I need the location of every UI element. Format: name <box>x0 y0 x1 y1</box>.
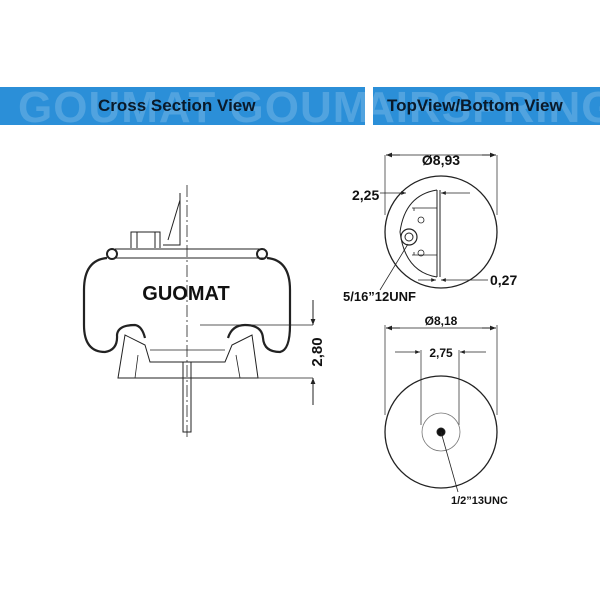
header-cross-section: GOUMAT GOUMAT Cross Section View <box>0 87 365 125</box>
valve-fitting <box>130 231 161 248</box>
bottom-thread-label: 1/2”13UNC <box>451 495 508 507</box>
inner-circle <box>421 412 461 452</box>
bracket <box>163 193 181 246</box>
brand-label: GUOMAT <box>142 283 229 305</box>
header-top-bottom-view: AIRSPRING TopView/Bottom View <box>373 87 600 125</box>
watermark: AIRSPRING <box>373 87 600 125</box>
top-thread-label: 5/16”12UNF <box>343 289 416 304</box>
watermark: GOUMAT GOUMAT <box>18 87 365 125</box>
top-plate <box>115 248 265 259</box>
piston <box>117 334 259 379</box>
nut <box>400 228 418 246</box>
offset-dimension: 2,25 <box>352 187 379 203</box>
height-dimension: 2,80 <box>309 337 326 366</box>
top-view-drawing <box>379 152 498 291</box>
top-diameter: Ø8,93 <box>422 152 460 168</box>
stud <box>182 362 192 433</box>
leader-line <box>440 431 459 493</box>
bracket-outline <box>399 189 441 278</box>
leader-line <box>379 243 409 291</box>
section-title: Cross Section View <box>98 96 256 115</box>
bottom-plate-circle <box>384 375 498 489</box>
bottom-view-drawing <box>384 325 498 493</box>
inner-diameter: 2,75 <box>429 346 453 360</box>
top-plate-circle <box>384 175 498 289</box>
bottom-diameter: Ø8,18 <box>425 314 458 328</box>
section-title: TopView/Bottom View <box>387 96 563 115</box>
cross-section-drawing <box>82 185 316 440</box>
thickness-dimension: 0,27 <box>490 272 517 288</box>
